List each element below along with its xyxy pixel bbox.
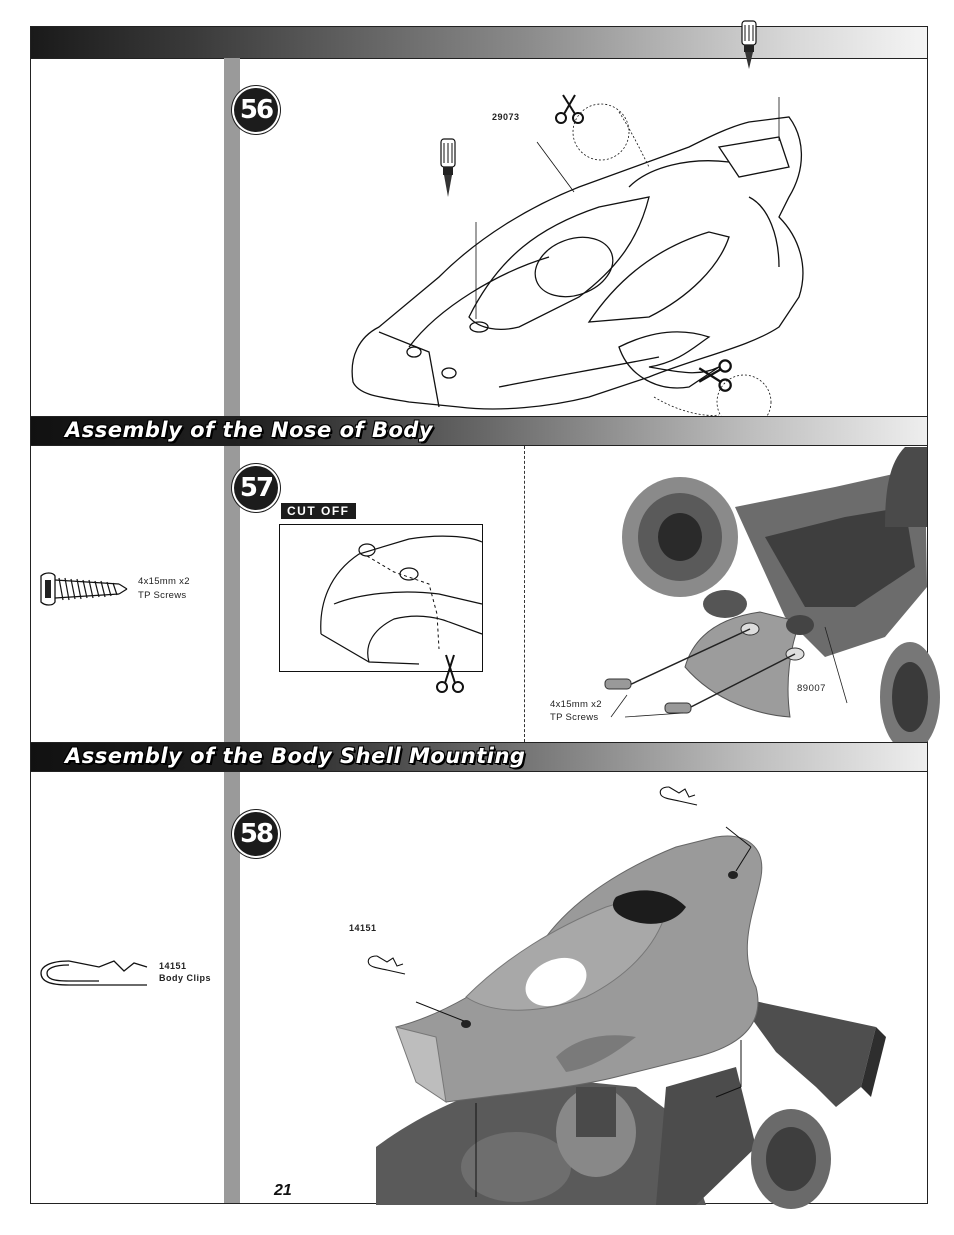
cut-off-badge: CUT OFF — [281, 503, 356, 519]
step-57-side-bar — [224, 446, 240, 742]
manual-page: 56 29073 — [30, 20, 940, 1209]
header-gradient-bar — [31, 27, 927, 59]
clip-part-number: 14151 — [159, 961, 187, 971]
body-clip-icon — [659, 786, 698, 806]
step-56-side-bar — [224, 58, 240, 416]
section-title: Assembly of the Body Shell Mounting — [65, 744, 526, 768]
part-number-label: 14151 — [349, 923, 377, 933]
body-clip-icon — [367, 955, 406, 975]
screw-type-label: TP Screws — [550, 712, 599, 723]
screw-size-label: 4x15mm x2 — [550, 699, 602, 710]
part-number-label: 89007 — [797, 683, 826, 694]
section-header-body-shell: Assembly of the Body Shell Mounting — [31, 742, 927, 772]
section-title: Assembly of the Nose of Body — [65, 418, 434, 442]
step-number: 56 — [234, 88, 278, 132]
page-number: 21 — [274, 1182, 292, 1199]
section-header-nose: Assembly of the Nose of Body — [31, 416, 927, 446]
screw-size-label: 4x15mm x2 — [138, 576, 190, 587]
scissors-icon — [555, 94, 584, 124]
clip-part-name: Body Clips — [159, 973, 212, 983]
screw-type-label: TP Screws — [138, 590, 187, 601]
car-body-illustration — [351, 97, 804, 430]
step-58-side-bar — [224, 772, 240, 1203]
scissors-icon — [436, 654, 464, 693]
scissors-icon — [698, 359, 732, 392]
part-number-label: 29073 — [492, 112, 520, 122]
buggy-front-photo — [585, 447, 940, 752]
screwdriver-icon — [440, 138, 456, 197]
body-clip-icon — [40, 960, 148, 986]
buggy-body-shell-photo — [376, 826, 886, 1209]
nose-cutoff-illustration — [279, 524, 483, 672]
panel-separator — [524, 446, 525, 742]
screw-icon — [40, 572, 128, 606]
step-number: 58 — [234, 812, 278, 856]
step-number: 57 — [234, 466, 278, 510]
screwdriver-icon — [741, 20, 757, 69]
